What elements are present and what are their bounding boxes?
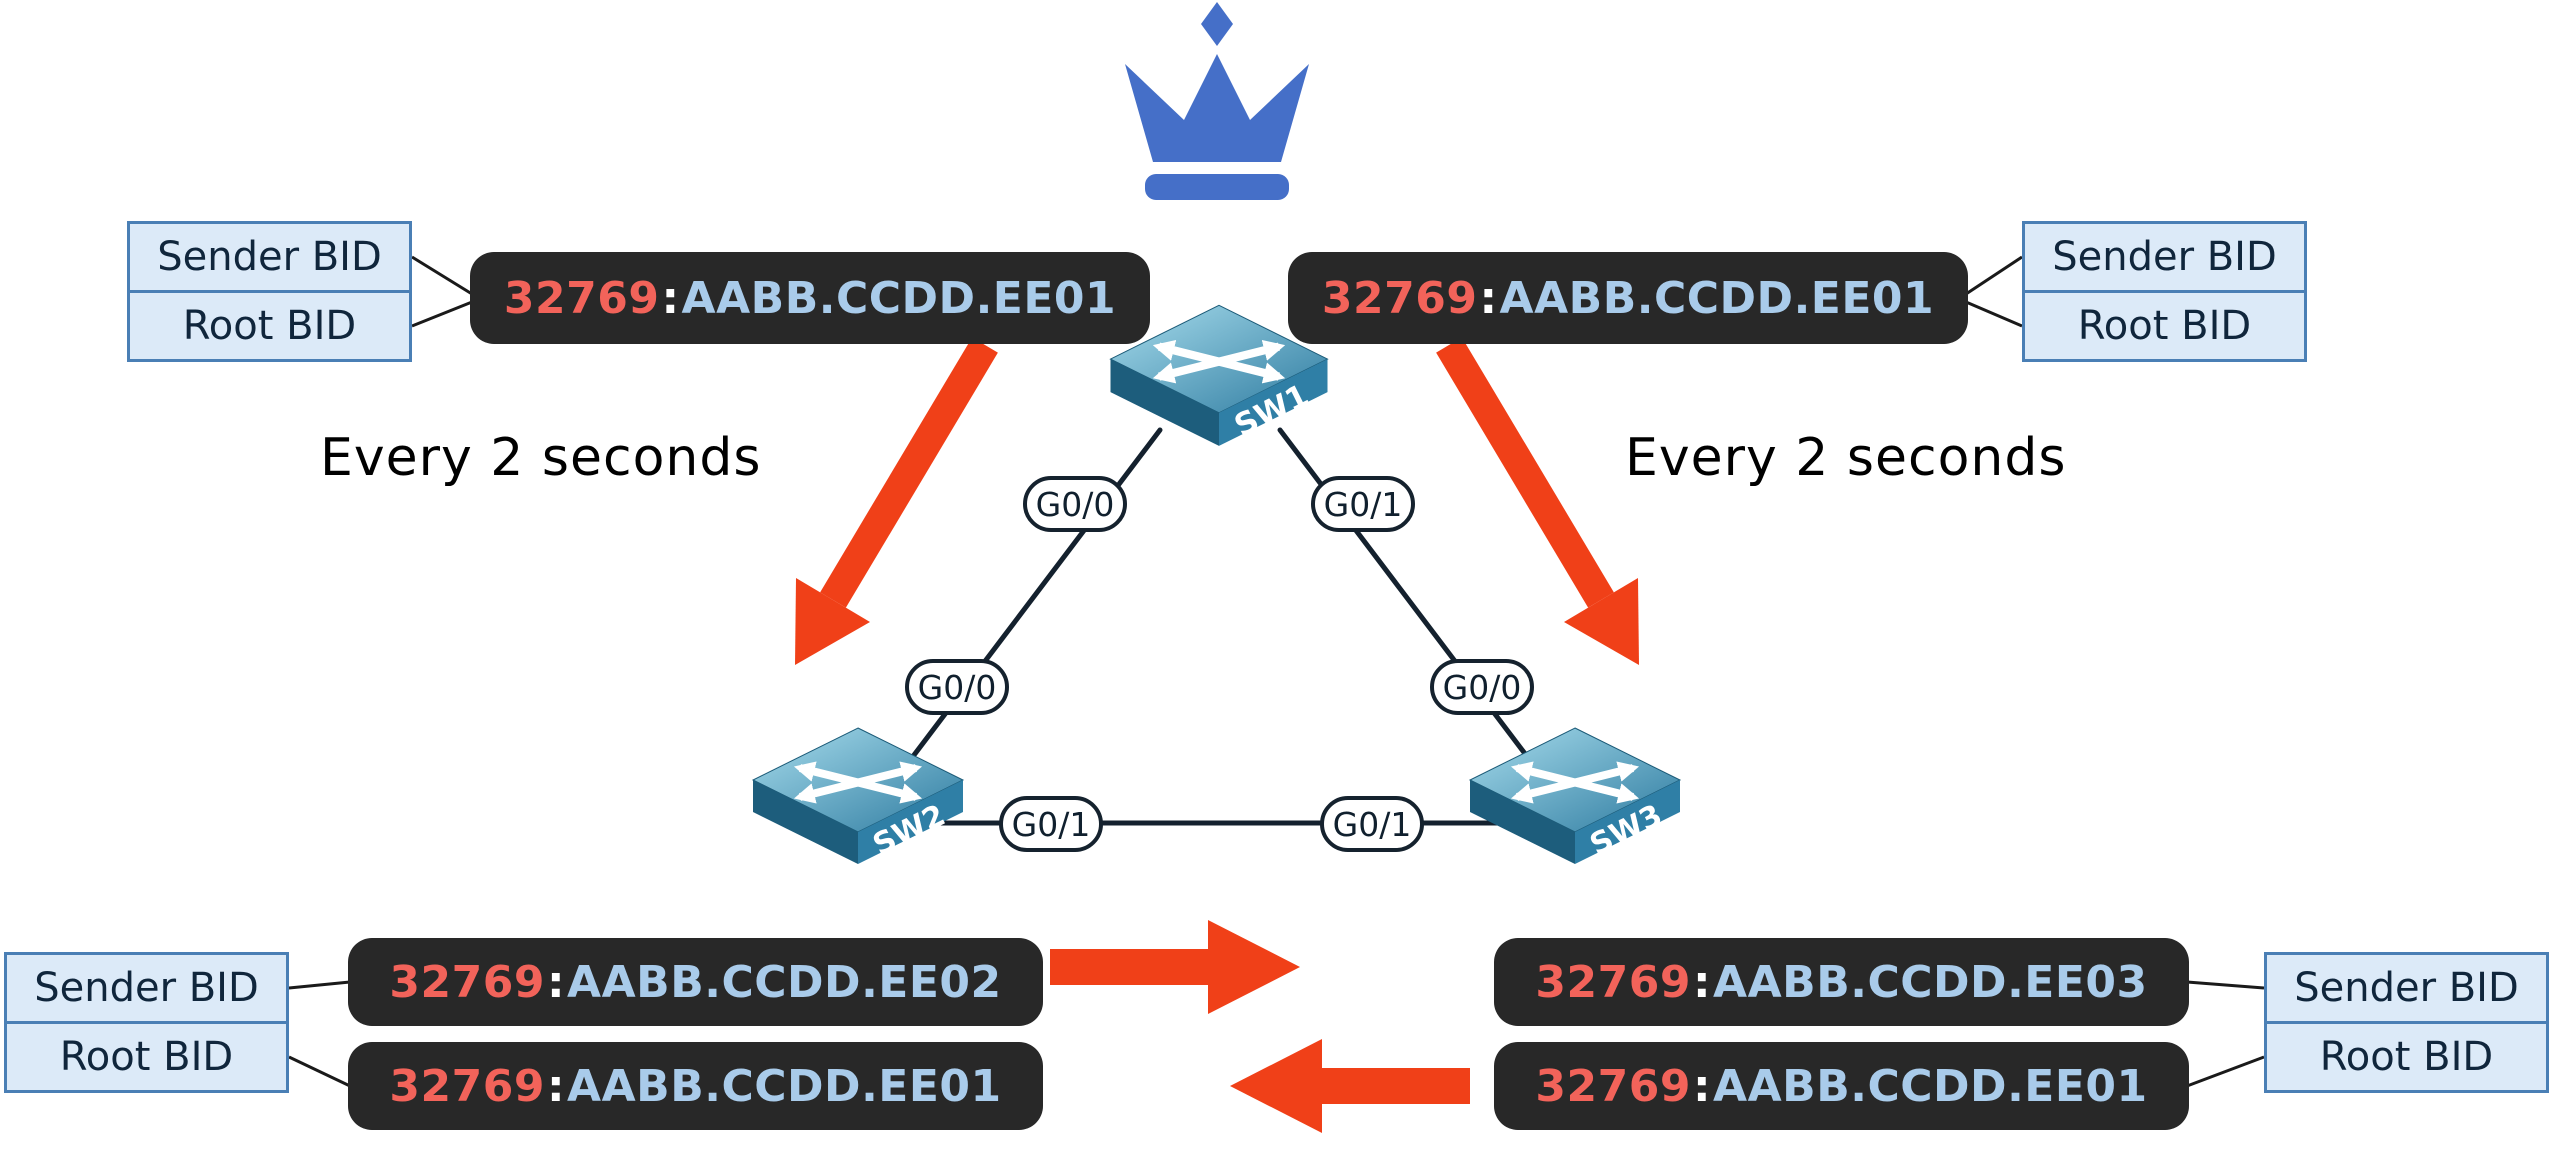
bpdu-arrow-sw2-to-sw3 (1050, 920, 1300, 1014)
port-label-sw2-g0-1: G0/1 (999, 796, 1103, 852)
sender-bid-label: Sender BID (127, 221, 412, 293)
bpdu-mac: AABB.CCDD.EE01 (1499, 272, 1935, 324)
port-label-sw1-g0-1: G0/1 (1311, 476, 1415, 532)
callout-connectors (288, 255, 2265, 1088)
bpdu-pill-top-right: 32769:AABB.CCDD.EE01 (1288, 252, 1968, 344)
switch-sw3: SW3 (1468, 727, 1682, 864)
bpdu-arrow-sw1-to-sw3 (1436, 337, 1639, 665)
bpdu-separator: : (1692, 1060, 1712, 1112)
port-label-sw1-g0-0: G0/0 (1023, 476, 1127, 532)
crown-icon (1125, 2, 1309, 200)
bpdu-mac: AABB.CCDD.EE03 (1713, 956, 2148, 1008)
switch-sw2: SW2 (751, 727, 965, 864)
callout-bottom-right: Sender BID Root BID (2264, 952, 2549, 1093)
port-label-sw3-g0-0: G0/0 (1430, 659, 1534, 715)
sender-bid-label: Sender BID (2264, 952, 2549, 1024)
port-label-sw2-g0-0: G0/0 (905, 659, 1009, 715)
bpdu-pill-top-left: 32769:AABB.CCDD.EE01 (470, 252, 1150, 344)
bpdu-separator: : (546, 956, 566, 1008)
callout-top-left: Sender BID Root BID (127, 221, 412, 362)
bpdu-mac: AABB.CCDD.EE01 (567, 1060, 1002, 1112)
bpdu-mac: AABB.CCDD.EE02 (567, 956, 1002, 1008)
root-bid-label: Root BID (2264, 1021, 2549, 1093)
bpdu-pill-sw3-root: 32769:AABB.CCDD.EE01 (1494, 1042, 2189, 1130)
bpdu-mac: AABB.CCDD.EE01 (681, 272, 1117, 324)
bpdu-priority: 32769 (503, 272, 660, 324)
port-label-sw3-g0-1: G0/1 (1320, 796, 1424, 852)
bpdu-priority: 32769 (1321, 272, 1478, 324)
bpdu-separator: : (1692, 956, 1712, 1008)
switch-sw1: SW1 (1109, 304, 1329, 446)
bpdu-separator: : (1479, 272, 1498, 324)
bpdu-pill-sw3-sender: 32769:AABB.CCDD.EE03 (1494, 938, 2189, 1026)
bpdu-separator: : (546, 1060, 566, 1112)
timer-label-right: Every 2 seconds (1625, 428, 2067, 488)
bpdu-separator: : (661, 272, 680, 324)
callout-bottom-left: Sender BID Root BID (4, 952, 289, 1093)
bpdu-arrow-sw3-to-sw2 (1230, 1039, 1470, 1133)
bpdu-arrow-sw1-to-sw2 (795, 337, 998, 665)
bpdu-priority: 32769 (1535, 956, 1691, 1008)
callout-top-right: Sender BID Root BID (2022, 221, 2307, 362)
bpdu-mac: AABB.CCDD.EE01 (1713, 1060, 2148, 1112)
root-bid-label: Root BID (2022, 290, 2307, 362)
bpdu-pill-sw2-sender: 32769:AABB.CCDD.EE02 (348, 938, 1043, 1026)
sender-bid-label: Sender BID (2022, 221, 2307, 293)
bpdu-priority: 32769 (389, 956, 545, 1008)
bpdu-priority: 32769 (1535, 1060, 1691, 1112)
root-bid-label: Root BID (4, 1021, 289, 1093)
bpdu-priority: 32769 (389, 1060, 545, 1112)
root-bid-label: Root BID (127, 290, 412, 362)
sender-bid-label: Sender BID (4, 952, 289, 1024)
bpdu-pill-sw2-root: 32769:AABB.CCDD.EE01 (348, 1042, 1043, 1130)
timer-label-left: Every 2 seconds (320, 428, 762, 488)
